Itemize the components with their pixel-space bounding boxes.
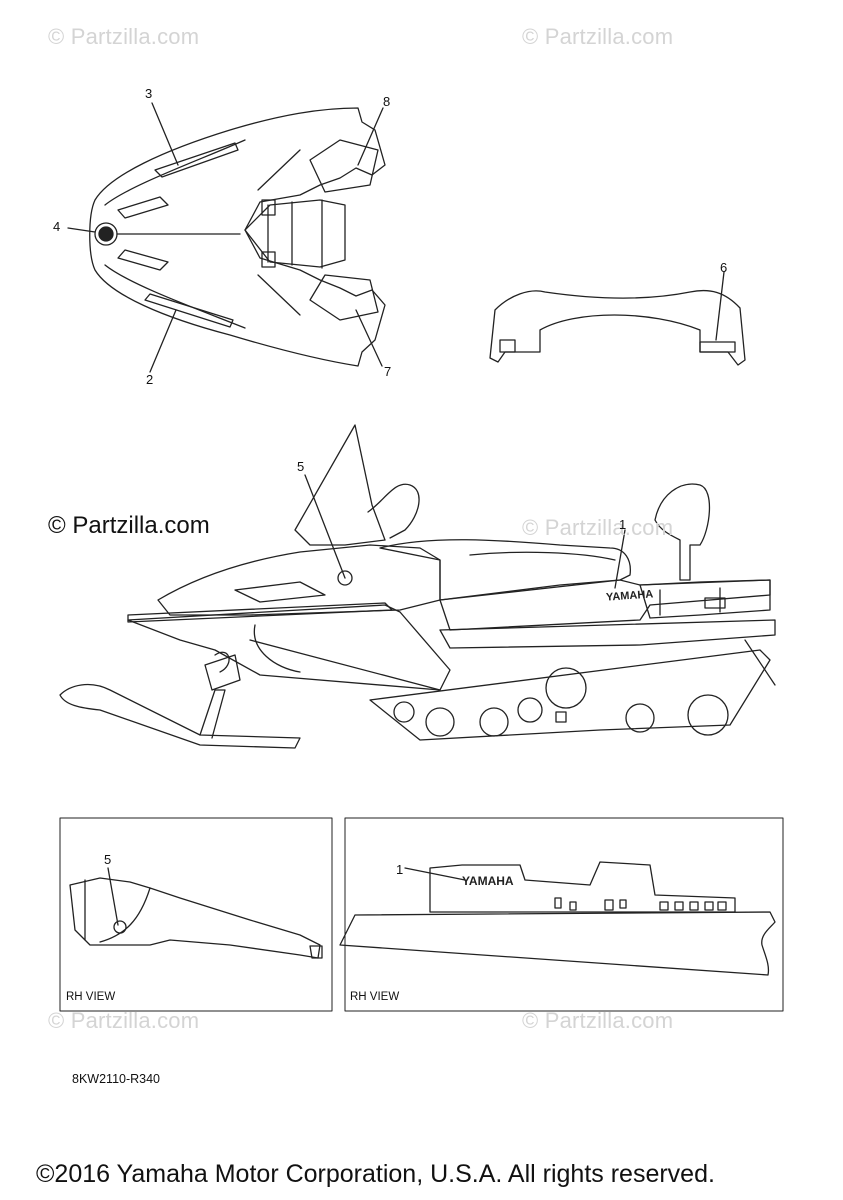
watermark: © Partzilla.com [522,515,674,540]
callout-label: 5 [297,459,305,474]
watermark-main: © Partzilla.com [48,512,210,539]
callout-label: 1 [619,517,627,532]
rh-view-label: RH VIEW [66,991,116,1003]
callout-label: 5 [104,852,112,867]
watermark: © Partzilla.com [522,24,674,49]
watermark: © Partzilla.com [48,24,200,49]
rh-view-label: RH VIEW [350,991,400,1003]
hood-top-view [89,107,386,367]
watermark: © Partzilla.com [522,1008,674,1033]
yamaha-decal-text: YAMAHA [462,874,514,888]
callout-label: 6 [720,260,728,275]
callout-label: 7 [384,364,392,379]
snowmobile-side-view [59,424,776,749]
callout-label: 4 [53,219,61,234]
callout-label: 8 [383,94,391,109]
rear-bumper-view [489,289,746,366]
callout-label: 2 [146,372,154,387]
callout-label: 3 [145,86,153,101]
rh-view-right-detail [339,861,776,976]
callout-label: 1 [396,862,404,877]
diagram-part-number: 8KW2110-R340 [72,1072,161,1086]
copyright-notice: ©2016 Yamaha Motor Corporation, U.S.A. A… [36,1160,715,1188]
watermark: © Partzilla.com [48,1008,200,1033]
rh-view-left-detail [69,877,323,959]
